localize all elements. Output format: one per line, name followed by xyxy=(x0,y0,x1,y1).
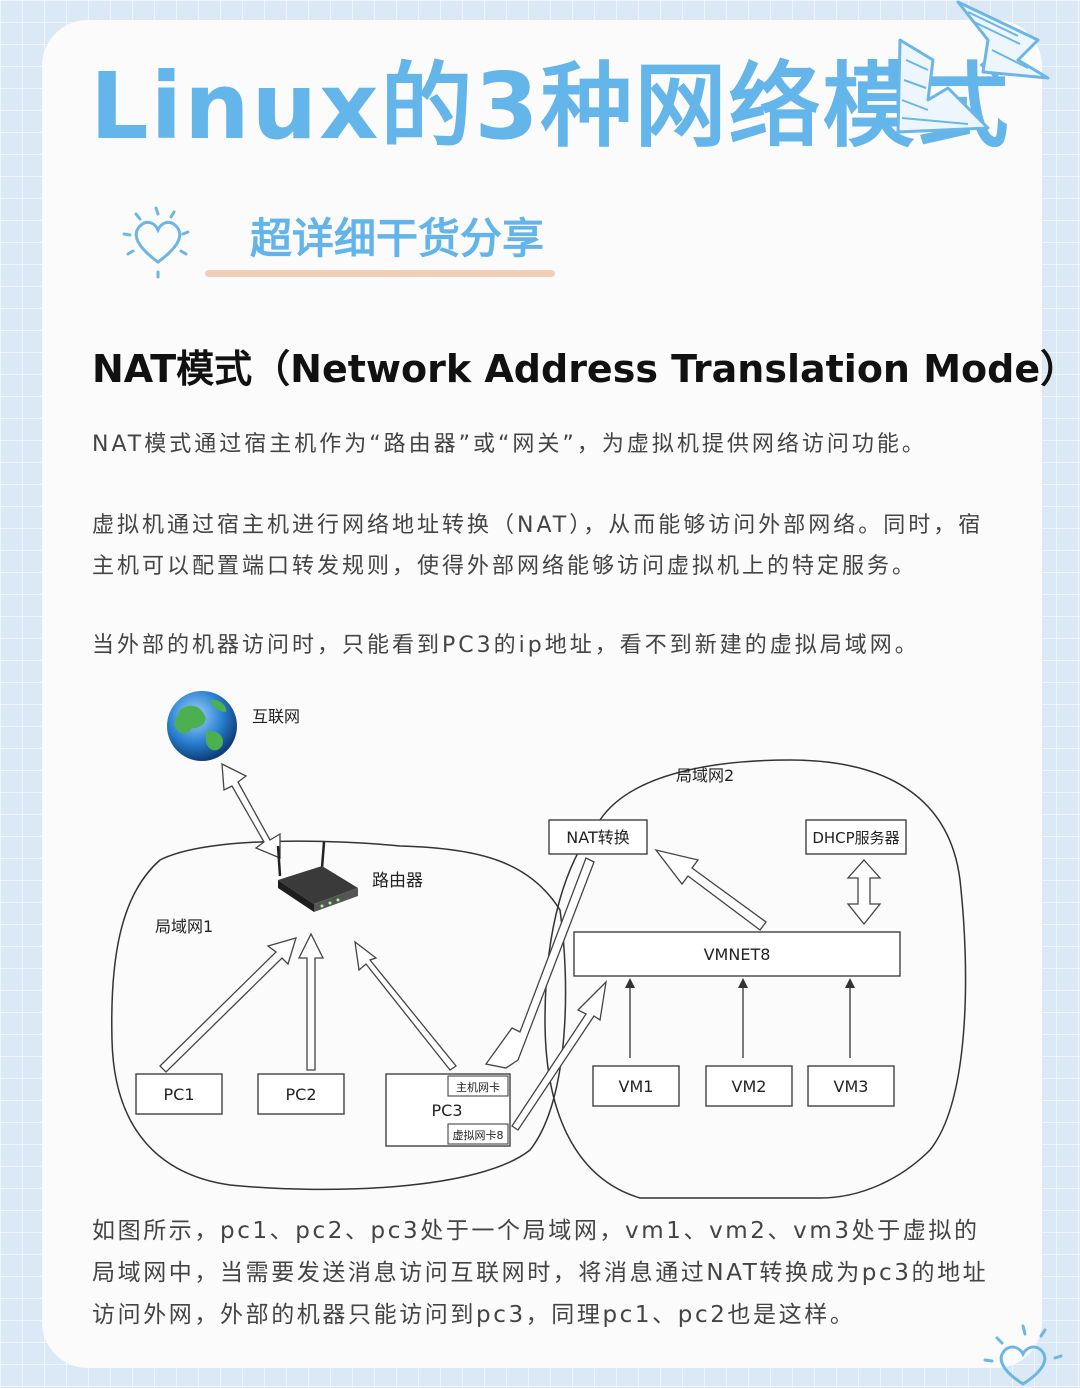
lan1-label: 局域网1 xyxy=(155,917,213,936)
router-label: 路由器 xyxy=(372,871,423,891)
virtual-nic-vmnet8-arrow xyxy=(511,980,607,1131)
nat-label: NAT转换 xyxy=(566,828,629,847)
pc2-box xyxy=(257,1073,345,1115)
paragraph-1: NAT模式通过宿主机作为“路由器”或“网关”，为虚拟机提供网络访问功能。 xyxy=(92,432,927,457)
subtitle-underline xyxy=(205,270,555,277)
vmnet8-nat-arrow xyxy=(654,848,767,931)
pc1-box xyxy=(135,1073,223,1115)
dhcp-box xyxy=(805,819,907,855)
vmnet8-label: VMNET8 xyxy=(704,945,771,964)
lan2-boundary xyxy=(544,759,967,1199)
router-icon xyxy=(276,841,358,912)
pc2-router-arrow xyxy=(297,932,325,1071)
vm1-arrowhead xyxy=(625,978,635,988)
vm2-box xyxy=(705,1065,793,1107)
nat-box xyxy=(548,819,648,855)
vm2-label: VM2 xyxy=(732,1077,767,1096)
section-heading: NAT模式（Network Address Translation Mode） xyxy=(92,347,1079,391)
globe-icon xyxy=(167,691,237,761)
internet-label: 互联网 xyxy=(252,707,300,726)
pc1-router-arrow xyxy=(159,937,297,1073)
vm1-box xyxy=(592,1065,680,1107)
heart-icon xyxy=(122,206,190,279)
pc2-label: PC2 xyxy=(286,1085,317,1104)
lan2-label: 局域网2 xyxy=(676,766,734,785)
nat-network-diagram: 互联网 路由器 局域网1 局域网2 PC1 PC2 PC3 主机网卡 虚拟网卡8… xyxy=(111,691,967,1199)
dhcp-label: DHCP服务器 xyxy=(812,829,899,847)
page-title: Linux的3种网络模式 xyxy=(90,53,1011,160)
nat-host-nic-arrow xyxy=(484,857,595,1069)
paragraph-3: 当外部的机器访问时，只能看到PC3的ip地址，看不到新建的虚拟局域网。 xyxy=(92,633,920,658)
vm1-label: VM1 xyxy=(619,1077,654,1096)
lan1-boundary xyxy=(111,840,567,1191)
vm2-arrowhead xyxy=(738,978,748,988)
vm3-arrowhead xyxy=(845,978,855,988)
vmnet8-box xyxy=(573,931,901,977)
heart-icon xyxy=(983,1324,1063,1386)
virtual-nic-label: 虚拟网卡8 xyxy=(453,1128,504,1142)
virtual-nic-box xyxy=(447,1123,509,1145)
host-nic-label: 主机网卡 xyxy=(456,1080,500,1094)
subtitle: 超详细干货分享 xyxy=(250,214,545,263)
pc3-router-arrow xyxy=(354,940,457,1071)
vm3-label: VM3 xyxy=(834,1077,869,1096)
pc3-label: PC3 xyxy=(432,1101,463,1120)
paper-plane-icon xyxy=(896,0,1050,134)
host-nic-box xyxy=(447,1075,509,1097)
dhcp-vmnet8-arrow xyxy=(846,859,882,926)
paragraph-4: 如图所示，pc1、pc2、pc3处于一个局域网，vm1、vm2、vm3处于虚拟的… xyxy=(92,1218,989,1328)
pc1-label: PC1 xyxy=(164,1085,195,1104)
vm3-box xyxy=(807,1065,895,1107)
paragraph-2: 虚拟机通过宿主机进行网络地址转换（NAT），从而能够访问外部网络。同时，宿主机可… xyxy=(92,513,984,579)
